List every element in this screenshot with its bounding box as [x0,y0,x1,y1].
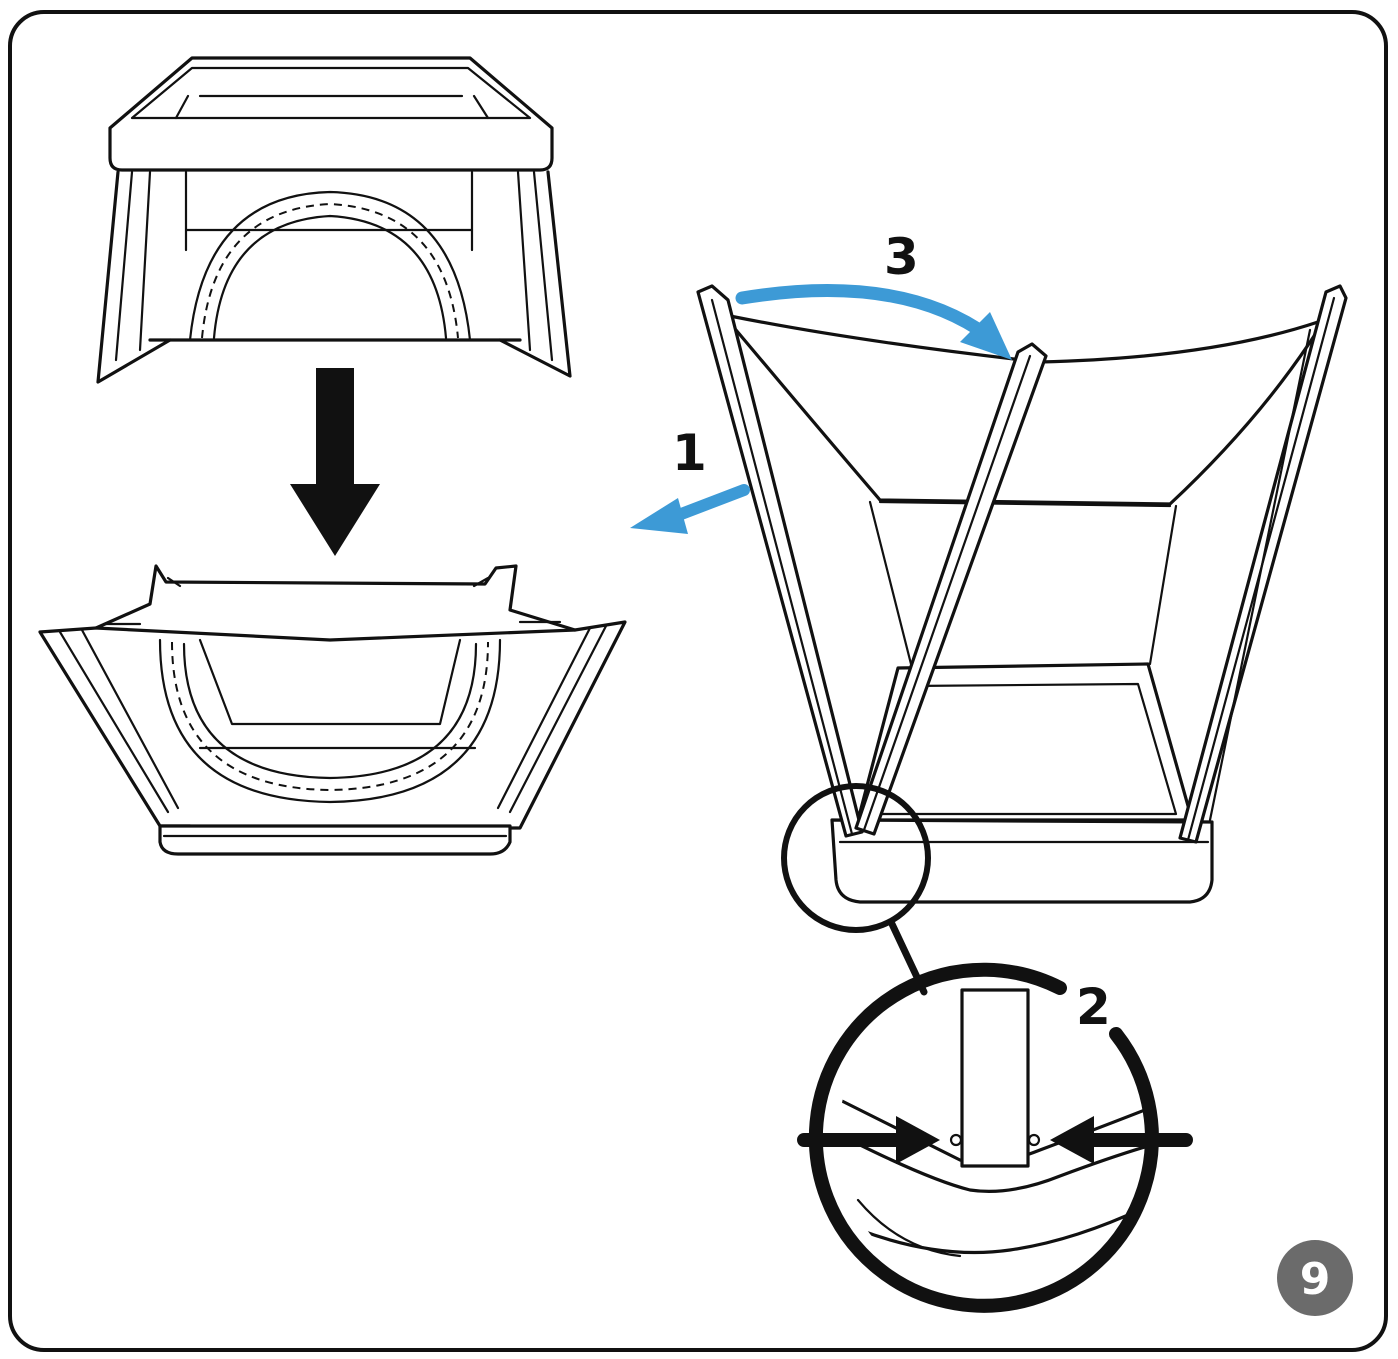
down-arrow-icon [290,368,380,556]
step-label-3: 3 [884,228,919,286]
playard-upright-illustration [96,56,572,384]
step-label-2: 2 [1076,978,1111,1036]
curved-arrow-icon [735,283,1012,360]
pull-arrow-icon [630,484,750,534]
detail-zoom-circle [808,962,1159,1313]
detail-callout-small [781,783,931,933]
page-number-badge: 9 [1277,1240,1353,1316]
step-label-1: 1 [672,424,707,482]
playard-lowered-illustration [38,564,627,856]
panel-border [8,10,1388,1352]
squeeze-arrows-icon [797,1116,1193,1164]
page-number: 9 [1300,1254,1331,1305]
